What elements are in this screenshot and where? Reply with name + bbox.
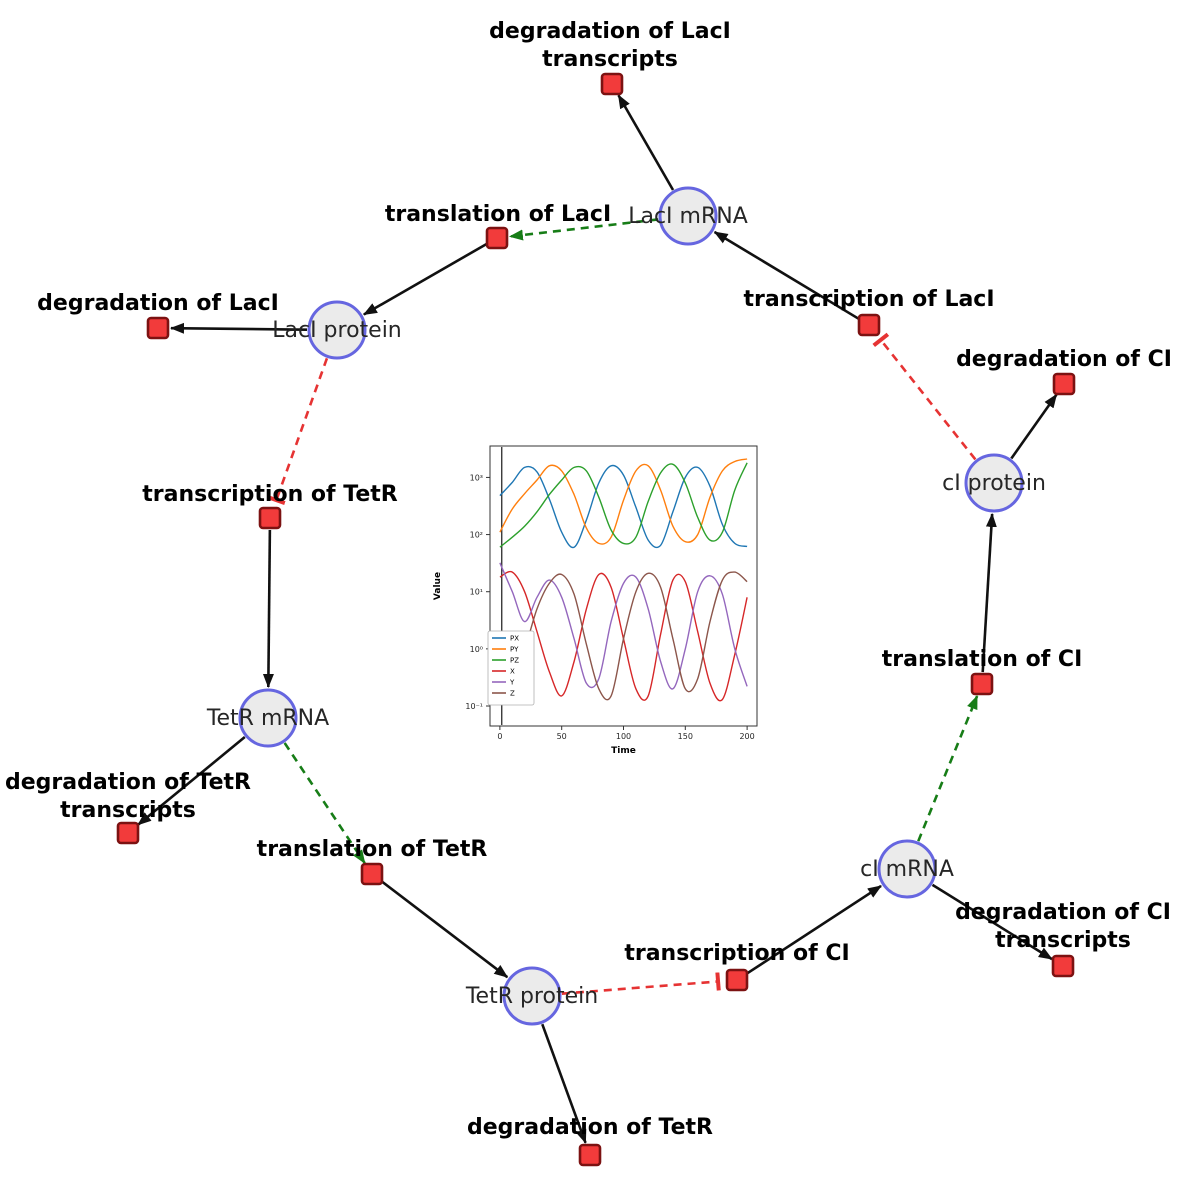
species-node-tetr-mrna[interactable] xyxy=(238,688,298,748)
species-node-tetr-protein[interactable] xyxy=(502,966,562,1026)
reaction-node-transcription-of-ci[interactable] xyxy=(725,968,749,992)
edge-translation-of-ci-ci-protein xyxy=(981,512,997,673)
y-tick-label: 10¹ xyxy=(470,588,483,597)
reaction-node-degradation-of-tetr[interactable] xyxy=(578,1143,602,1167)
edge-ci-mrna-translation-of-ci xyxy=(917,695,979,842)
species-label-ci-protein: cI protein xyxy=(942,471,1046,496)
series-line-PX xyxy=(499,464,748,549)
edge-laci-mrna-degradation-of-laci-transcripts xyxy=(617,94,675,191)
legend-label-PY: PY xyxy=(510,646,519,654)
reaction-label-transcription-of-laci: transcription of LacI xyxy=(743,287,994,312)
reaction-label-degradation-of-tetr-transcripts-line2: transcripts xyxy=(60,798,196,823)
series-line-Y xyxy=(499,562,748,690)
y-tick-label: 10³ xyxy=(470,473,483,482)
reaction-label-degradation-of-ci: degradation of CI xyxy=(956,347,1172,372)
reaction-node-translation-of-ci[interactable] xyxy=(970,672,994,696)
reaction-node-transcription-of-tetr[interactable] xyxy=(258,506,282,530)
series-line-Z xyxy=(499,571,748,701)
reaction-node-degradation-of-tetr-transcripts[interactable] xyxy=(116,821,140,845)
reaction-label-degradation-of-tetr: degradation of TetR xyxy=(467,1115,713,1140)
reaction-label-translation-of-laci: translation of LacI xyxy=(385,202,611,227)
edge-tetr-mrna-degradation-of-tetr-transcripts xyxy=(137,736,246,826)
y-tick-label: 10⁰ xyxy=(470,645,483,654)
edge-laci-protein-degradation-of-laci xyxy=(169,322,308,334)
x-tick-label: 150 xyxy=(678,732,693,741)
y-tick-label: 10² xyxy=(470,531,483,540)
reaction-node-transcription-of-laci[interactable] xyxy=(857,313,881,337)
reaction-label-degradation-of-ci-transcripts: degradation of CI xyxy=(955,900,1171,925)
species-label-tetr-mrna: TetR mRNA xyxy=(206,706,329,731)
reaction-node-degradation-of-ci[interactable] xyxy=(1052,372,1076,396)
reaction-node-degradation-of-laci[interactable] xyxy=(146,316,170,340)
edge-translation-of-laci-laci-protein xyxy=(363,242,488,316)
species-node-laci-mrna[interactable] xyxy=(658,186,718,246)
nodes-layer xyxy=(116,72,1076,1167)
reaction-node-degradation-of-ci-transcripts[interactable] xyxy=(1051,954,1075,978)
edge-transcription-of-tetr-tetr-mrna xyxy=(262,529,274,689)
reaction-label-degradation-of-tetr-transcripts: degradation of TetR xyxy=(5,770,251,795)
reaction-label-transcription-of-ci: transcription of CI xyxy=(624,941,849,966)
reaction-node-translation-of-tetr[interactable] xyxy=(360,862,384,886)
series-line-PZ xyxy=(499,462,748,548)
edge-tetr-protein-transcription-of-ci xyxy=(561,972,721,995)
x-tick-label: 0 xyxy=(497,732,502,741)
reaction-label-degradation-of-laci: degradation of LacI xyxy=(37,291,279,316)
legend-label-PX: PX xyxy=(510,635,519,643)
x-tick-label: 200 xyxy=(739,732,754,741)
species-node-ci-mrna[interactable] xyxy=(877,839,937,899)
edge-laci-protein-transcription-of-tetr xyxy=(267,357,329,506)
edge-ci-mrna-degradation-of-ci-transcripts xyxy=(931,883,1053,961)
edge-tetr-mrna-translation-of-tetr xyxy=(283,742,366,865)
chart-curves-layer xyxy=(499,458,748,702)
x-tick-label: 50 xyxy=(557,732,567,741)
legend-label-Y: Y xyxy=(509,679,515,687)
species-label-laci-mrna: LacI mRNA xyxy=(628,204,748,229)
edges-layer xyxy=(137,94,1058,1144)
x-tick-label: 100 xyxy=(616,732,631,741)
y-axis-label: Value xyxy=(433,572,443,600)
reaction-node-translation-of-laci[interactable] xyxy=(485,226,509,250)
species-label-ci-mrna: cI mRNA xyxy=(860,857,954,882)
reaction-label-translation-of-ci: translation of CI xyxy=(882,647,1083,672)
reaction-label-translation-of-tetr: translation of TetR xyxy=(257,837,488,862)
x-axis-label: Time xyxy=(611,746,636,756)
edge-translation-of-tetr-tetr-protein xyxy=(380,880,509,979)
series-line-PY xyxy=(499,458,748,545)
reaction-label-degradation-of-ci-transcripts-line2: transcripts xyxy=(995,928,1131,953)
edge-laci-mrna-translation-of-laci xyxy=(508,218,659,241)
legend-label-X: X xyxy=(510,668,515,676)
reaction-node-degradation-of-laci-transcripts[interactable] xyxy=(600,72,624,96)
edge-ci-protein-transcription-of-laci xyxy=(872,332,977,461)
reaction-label-degradation-of-laci-transcripts-line2: transcripts xyxy=(542,47,678,72)
y-tick-label: 10⁻¹ xyxy=(465,702,483,711)
species-label-laci-protein: LacI protein xyxy=(272,318,402,343)
edge-transcription-of-laci-laci-mrna xyxy=(713,230,860,320)
reaction-label-transcription-of-tetr: transcription of TetR xyxy=(142,482,398,507)
edge-transcription-of-ci-ci-mrna xyxy=(746,884,882,975)
legend-label-Z: Z xyxy=(510,690,515,698)
species-node-ci-protein[interactable] xyxy=(964,453,1024,513)
reaction-label-degradation-of-laci-transcripts: degradation of LacI xyxy=(489,19,731,44)
edge-ci-protein-degradation-of-ci xyxy=(1010,393,1058,460)
legend-label-PZ: PZ xyxy=(510,657,519,665)
species-node-laci-protein[interactable] xyxy=(307,300,367,360)
edge-tetr-protein-degradation-of-tetr xyxy=(541,1023,587,1144)
species-label-tetr-protein: TetR protein xyxy=(465,984,598,1009)
